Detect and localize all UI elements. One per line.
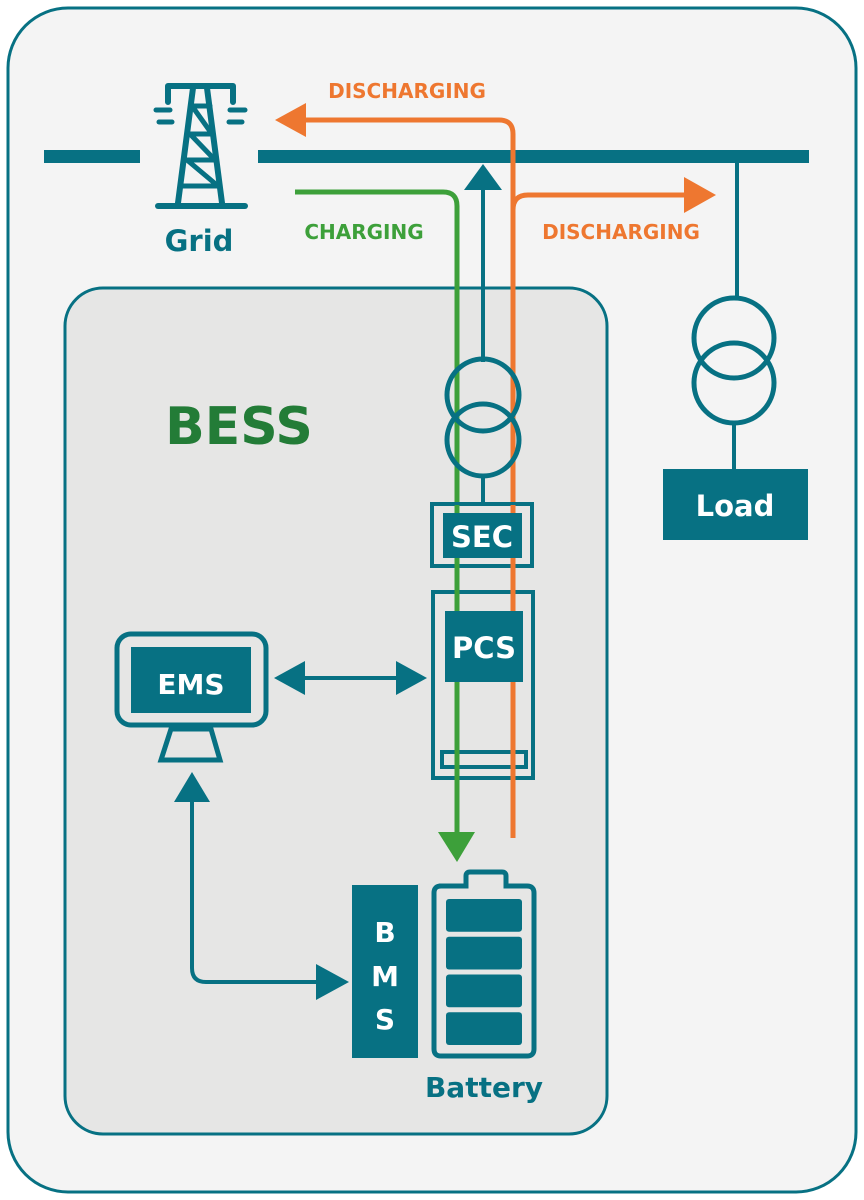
bms-letter-m: M [371,960,399,993]
ems-monitor-icon [114,631,269,763]
load-transformer-icon [691,163,777,470]
bms-letter-s: S [375,1003,395,1036]
charging-label: CHARGING [304,220,423,244]
arrow-left-icon [275,103,306,137]
arrow-up-icon [464,164,502,190]
grid-bus-main [258,150,809,163]
ems-pcs-link [274,661,427,695]
grid-bus-left [44,150,140,163]
load-block [663,469,808,540]
battery-icon [431,869,537,1059]
discharging-to-grid-flow [275,103,516,838]
ems-bms-link [174,772,349,1000]
arrow-right-icon [684,177,716,213]
arrow-right-icon [396,661,427,695]
bess-transformer-icon [444,356,522,503]
grid-label: Grid [165,224,234,258]
battery-cell [446,1012,522,1045]
battery-cell [446,899,522,932]
discharging-to-grid-label: DISCHARGING [328,79,486,103]
battery-label: Battery [425,1071,543,1104]
battery-cell [446,974,522,1008]
discharging-to-load-label: DISCHARGING [542,220,700,244]
load-label: Load [696,489,775,523]
bess-bus-connection [464,164,502,362]
arrow-down-icon [438,832,475,862]
bms-letter-b: B [374,916,395,949]
charging-flow [295,189,475,862]
arrow-up-icon [174,772,210,802]
arrow-left-icon [274,661,305,695]
bess-title: BESS [165,397,313,457]
sec-label: SEC [451,520,513,554]
bms-block [352,885,418,1058]
discharging-to-load-flow [510,177,716,213]
arrow-right-icon [316,964,349,1000]
transmission-tower-icon [153,83,248,209]
pcs-label: PCS [452,631,516,665]
ems-label: EMS [157,668,224,701]
battery-cell [446,936,522,970]
